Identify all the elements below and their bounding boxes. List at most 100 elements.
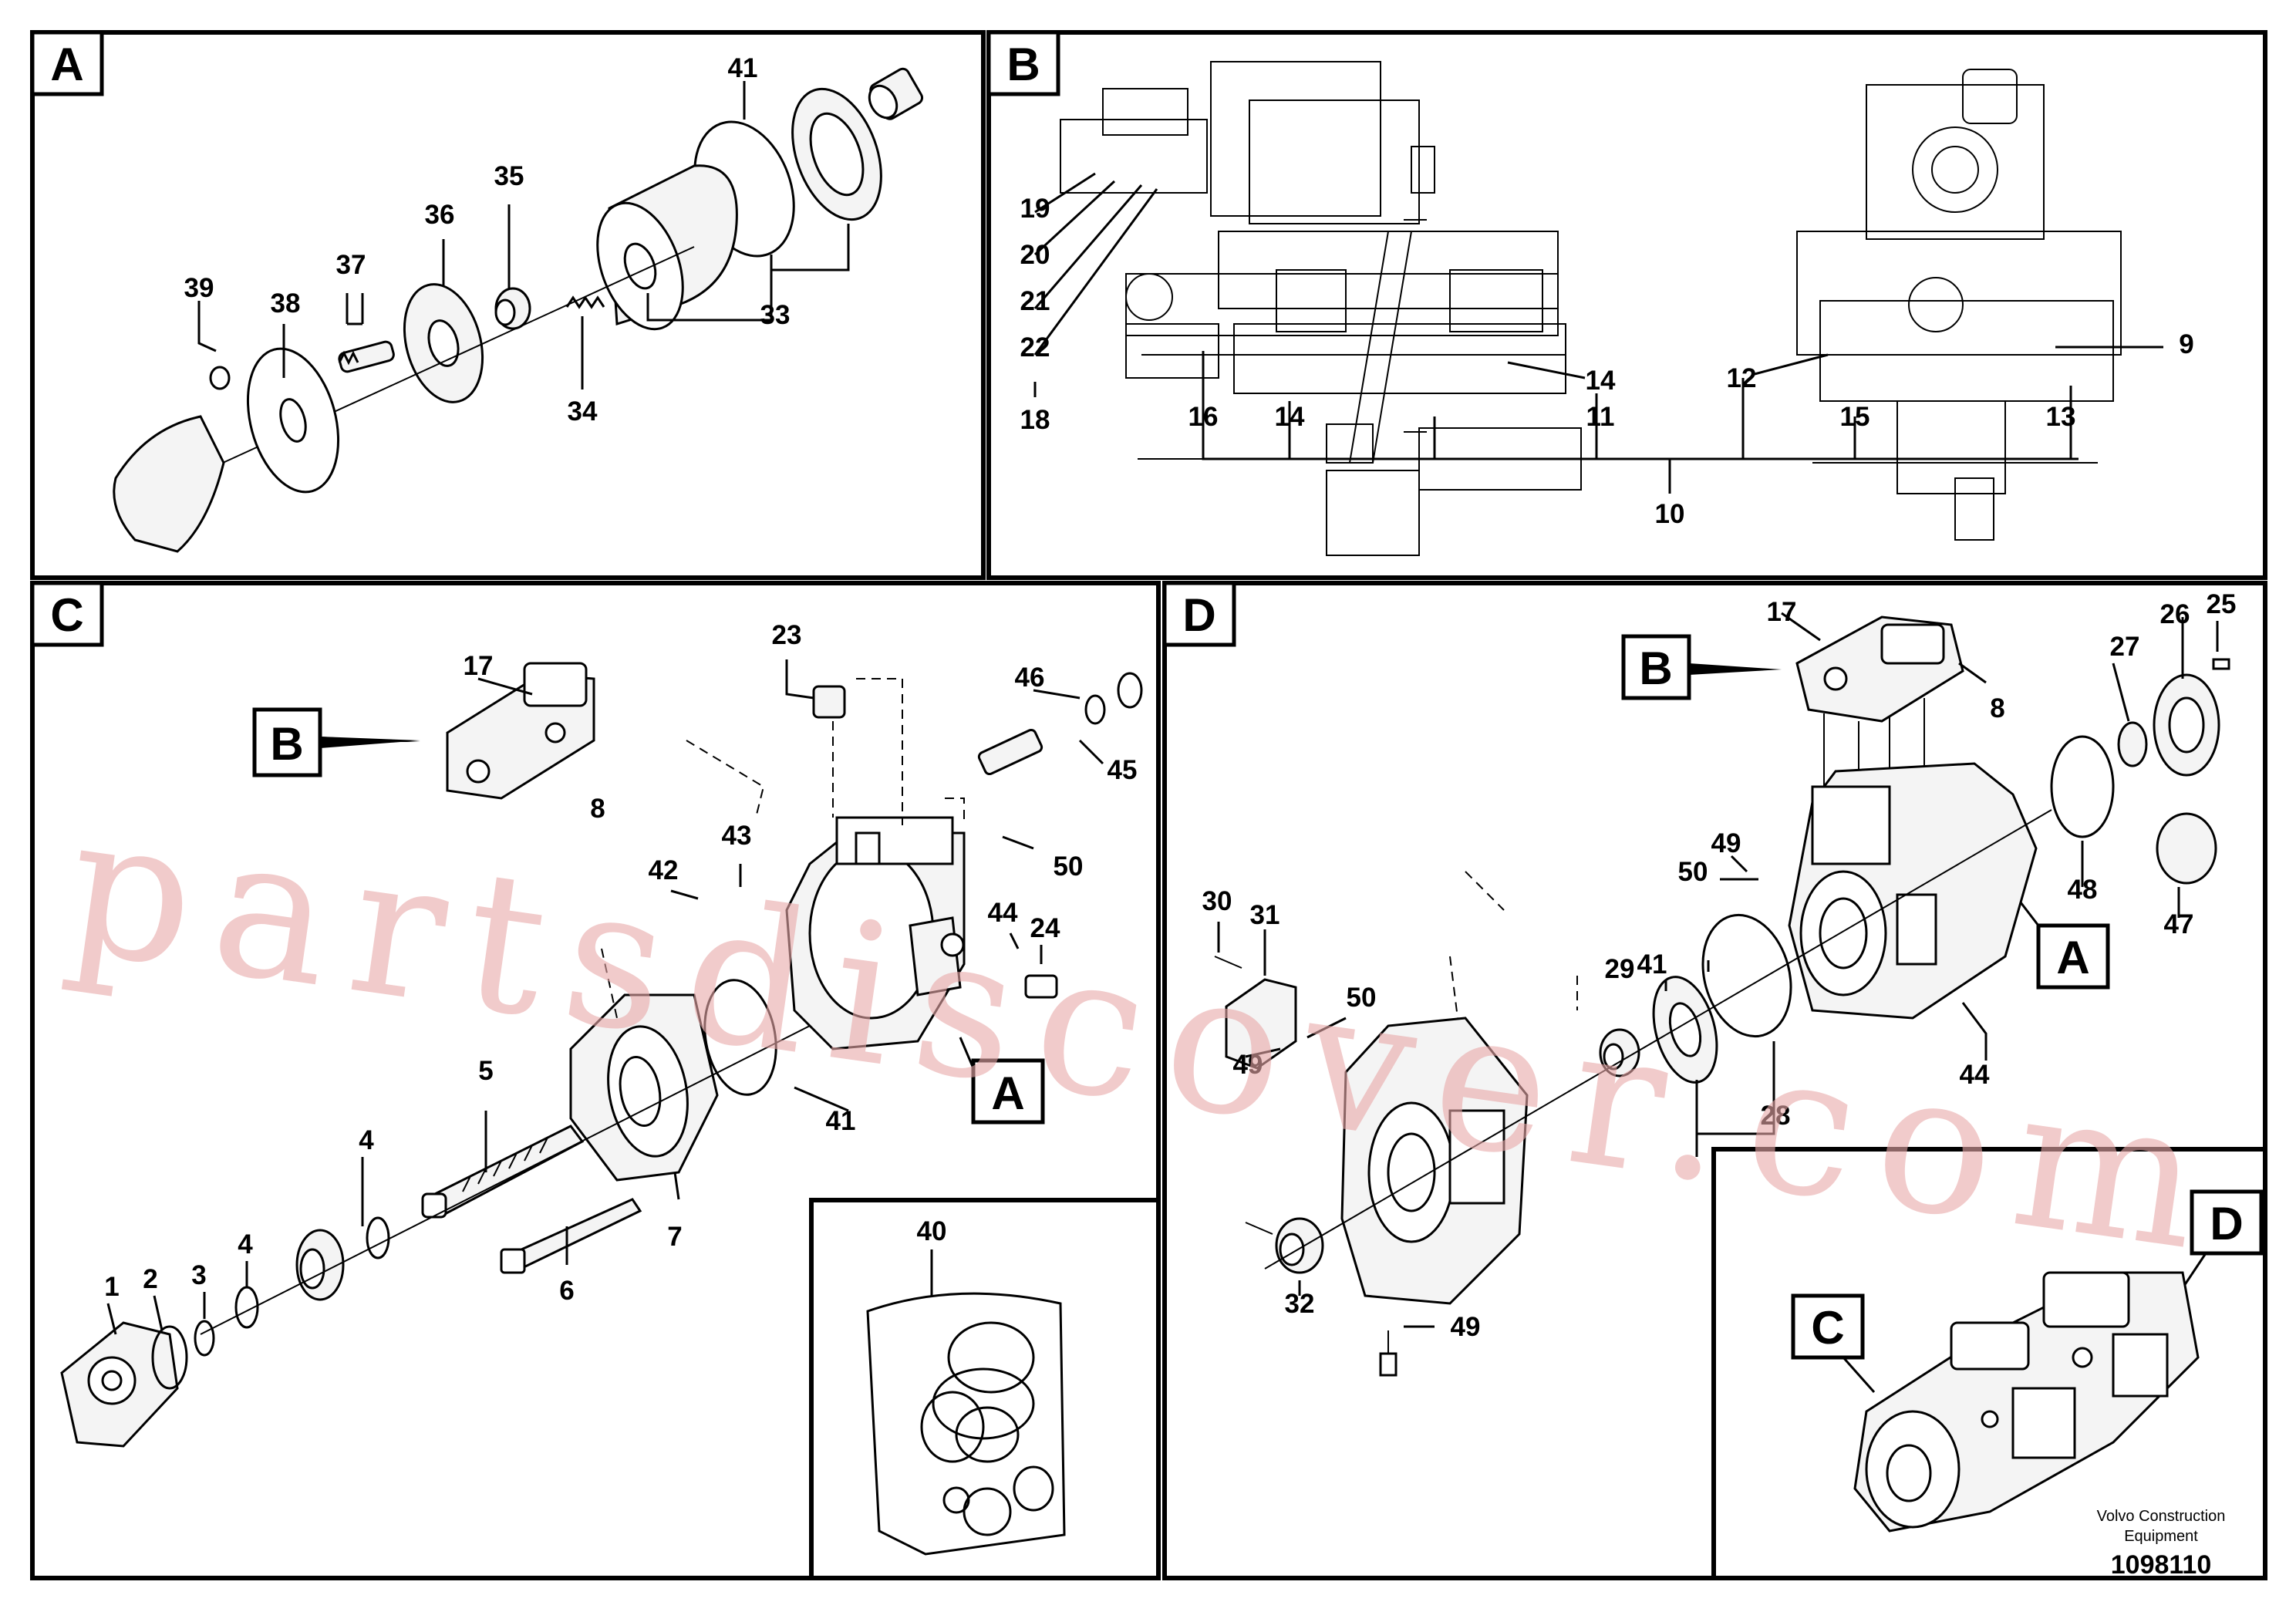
label-9-b: 9 — [2179, 329, 2193, 359]
kit-o-ring-4 — [955, 1406, 1020, 1463]
label-42-c: 42 — [649, 855, 679, 885]
plug-49-bottom — [1379, 1352, 1397, 1377]
screw-25 — [2212, 658, 2230, 670]
bushing-35 — [494, 287, 531, 330]
label-5-c: 5 — [478, 1056, 493, 1086]
bearing-part — [868, 67, 924, 120]
label-3-c: 3 — [191, 1260, 206, 1290]
label-33-a: 33 — [760, 300, 791, 330]
relief-valve-46 — [977, 672, 1143, 776]
label-28-d: 28 — [1761, 1101, 1791, 1131]
label-11-b: 11 — [1586, 402, 1615, 432]
regulator-side-view — [1060, 61, 1582, 556]
callout-d-overview-letter: D — [2210, 1198, 2243, 1249]
kit-ring-small — [942, 1486, 970, 1514]
label-50-d-left: 50 — [1347, 983, 1377, 1013]
bushing-32 — [1275, 1217, 1324, 1274]
seal-kit-panel: 40 — [866, 1216, 1066, 1556]
retainer-plate-36 — [403, 283, 484, 403]
assembly-axis-c — [200, 1025, 811, 1335]
regulator-front-view — [1796, 69, 2122, 541]
label-4-c-left: 4 — [238, 1229, 253, 1259]
kit-o-ring-2 — [932, 1367, 1035, 1440]
label-31-d: 31 — [1250, 900, 1280, 930]
label-8-d: 8 — [1990, 693, 2004, 723]
bolt-6 — [500, 1198, 642, 1274]
panel-d-drawing: B — [1202, 589, 2236, 1377]
valve-plate-d — [1652, 976, 1718, 1084]
label-18-b: 18 — [1020, 405, 1050, 435]
assembly-axis-d — [1264, 809, 2052, 1270]
panel-b-letter-box: B — [986, 30, 1060, 96]
seal-47 — [2156, 812, 2217, 885]
label-30-d: 30 — [1202, 886, 1232, 916]
label-20-b: 20 — [1020, 240, 1050, 270]
label-24-c: 24 — [1030, 913, 1060, 943]
label-35-a: 35 — [494, 161, 524, 191]
label-41-c: 41 — [826, 1106, 856, 1136]
valve-plate-part — [791, 87, 882, 221]
panel-b-frame — [986, 30, 2267, 580]
label-4-c-right: 4 — [359, 1125, 374, 1155]
bearing-27 — [2117, 721, 2148, 767]
callout-a-c-letter: A — [991, 1067, 1024, 1119]
label-43-c: 43 — [722, 821, 752, 851]
label-49-d-bottom: 49 — [1451, 1312, 1481, 1342]
footer-company-line2: Equipment — [2124, 1528, 2198, 1545]
label-17-c: 17 — [464, 651, 494, 681]
regulator-8-d — [1795, 615, 1964, 723]
label-17-d: 17 — [1767, 597, 1797, 627]
label-34-a: 34 — [568, 396, 598, 427]
panel-b-drawing: 19 20 21 22 18 16 14 11 14 12 15 13 9 10 — [1020, 61, 2194, 556]
label-46-c: 46 — [1015, 663, 1045, 693]
label-16-b: 16 — [1188, 402, 1219, 432]
label-1-c: 1 — [104, 1272, 119, 1302]
label-22-b: 22 — [1020, 332, 1050, 363]
label-50-c: 50 — [1054, 851, 1084, 882]
label-21-b: 21 — [1020, 286, 1050, 316]
panel-c-drawing: B — [60, 620, 1143, 1448]
label-15-b: 15 — [1840, 402, 1870, 432]
label-6-c: 6 — [559, 1276, 574, 1306]
label-19-b: 19 — [1020, 194, 1050, 224]
pump-housing-c — [785, 816, 966, 1050]
label-49-d-top: 49 — [1711, 828, 1741, 858]
panel-c-letter-box: C — [30, 581, 104, 647]
panel-d-letter-box: D — [1162, 581, 1236, 647]
part-23 — [812, 685, 846, 719]
panel-overview-frame — [1711, 1147, 2267, 1580]
panel-a-drawing: 41 35 36 37 39 38 33 34 — [113, 53, 924, 553]
thrust-plate-38 — [246, 347, 340, 494]
label-8-c: 8 — [590, 794, 605, 824]
spring-34 — [565, 295, 605, 309]
overview-drawing: C D — [1791, 1189, 2264, 1533]
callout-d-overview: D — [2181, 1189, 2264, 1289]
bearing-c — [295, 1229, 345, 1301]
snap-ring-3 — [194, 1320, 215, 1357]
label-14-b-right: 14 — [1586, 366, 1616, 396]
callout-b-c: B — [252, 707, 420, 777]
panel-a-letter: A — [50, 39, 83, 90]
label-39-a: 39 — [184, 273, 214, 303]
bracket-31 — [1225, 978, 1297, 1070]
label-49-d-left: 49 — [1233, 1050, 1263, 1080]
callout-c-overview: C — [1791, 1293, 1876, 1393]
assembly-axis-a — [138, 246, 695, 502]
panel-b-letter: B — [1006, 39, 1040, 90]
label-13-b: 13 — [2046, 402, 2076, 432]
label-47-d: 47 — [2164, 909, 2194, 939]
snap-ring-4-right — [366, 1216, 390, 1259]
pin-37 — [338, 340, 395, 373]
plug-24 — [1024, 974, 1058, 999]
callout-c-overview-letter: C — [1811, 1302, 1844, 1354]
label-37-a: 37 — [336, 250, 366, 280]
panel-kit-frame — [809, 1198, 1161, 1580]
label-7-c: 7 — [667, 1222, 682, 1252]
label-41-a: 41 — [728, 53, 758, 83]
pump-assembly-overview — [1853, 1271, 2200, 1533]
kit-o-ring-3 — [920, 1391, 985, 1463]
label-23-c: 23 — [772, 620, 802, 650]
end-cover-26 — [2153, 673, 2220, 777]
regulator-8-c — [446, 662, 595, 800]
drive-shaft-5 — [421, 1125, 585, 1219]
